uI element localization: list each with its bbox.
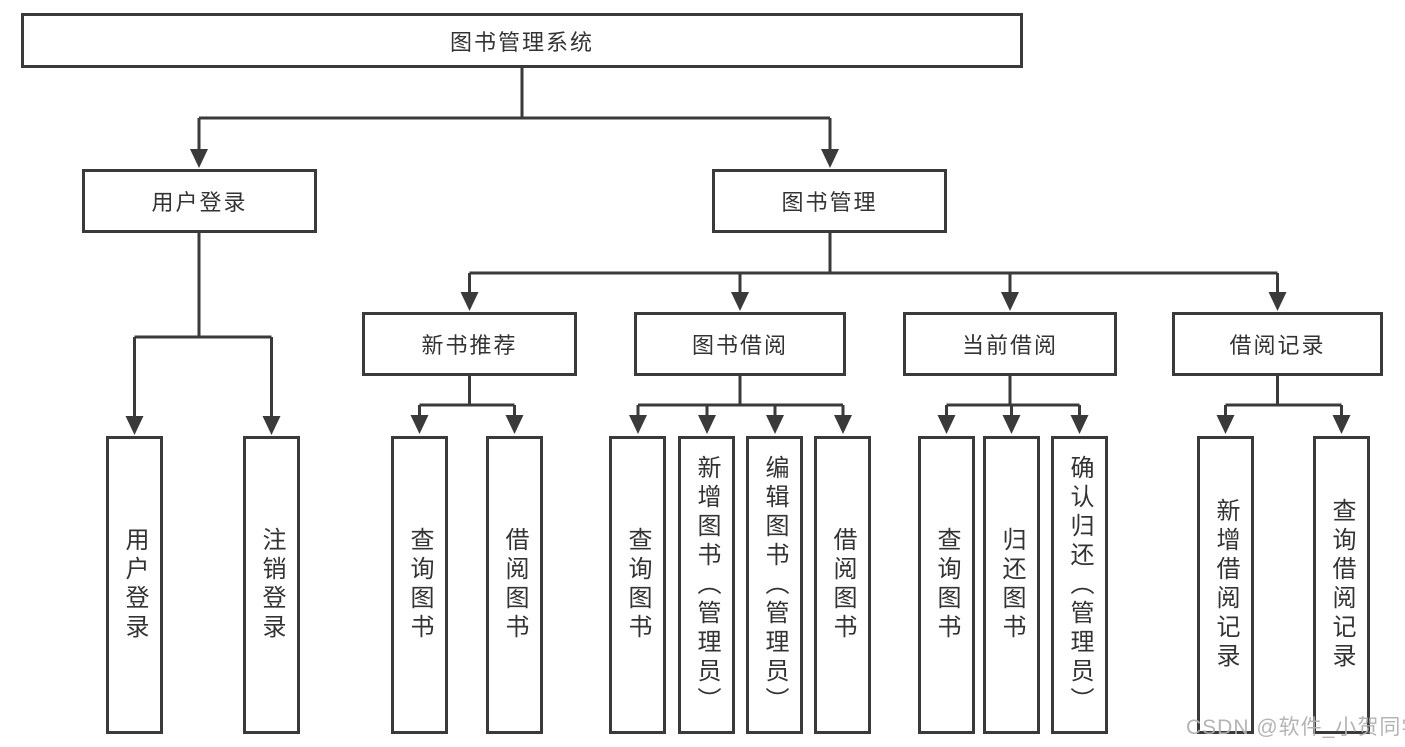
node-label: 归还图书 — [998, 527, 1025, 643]
node-label: 图书借阅 — [691, 333, 788, 358]
node-borrowing-records: 借阅记录 — [1172, 312, 1383, 376]
leaf-query-borrow-record: 查询借阅记录 — [1313, 436, 1370, 734]
node-new-book-recommendation: 新书推荐 — [362, 312, 577, 376]
leaf-recommend-query-books: 查询图书 — [391, 436, 448, 734]
csdn-watermark: CSDN @软件_小贺同学 — [1186, 716, 1405, 739]
node-label: 查询图书 — [406, 527, 433, 643]
node-label: 查询图书 — [624, 527, 651, 643]
leaf-borrowing-borrow-books: 借阅图书 — [814, 436, 871, 734]
node-label: 借阅记录 — [1229, 333, 1326, 358]
node-label: 新增借阅记录 — [1212, 498, 1239, 672]
node-user-login-branch: 用户登录 — [82, 169, 317, 233]
leaf-add-book-admin: 新增图书（管理员） — [678, 436, 735, 734]
node-book-borrowing: 图书借阅 — [634, 312, 846, 376]
leaf-edit-book-admin: 编辑图书（管理员） — [746, 436, 803, 734]
leaf-logout: 注销登录 — [243, 436, 300, 734]
node-label: 当前借阅 — [961, 333, 1058, 358]
node-label: 用户登录 — [121, 527, 148, 643]
leaf-confirm-return-admin: 确认归还（管理员） — [1051, 436, 1108, 734]
node-label: 确认归还（管理员） — [1066, 454, 1093, 716]
arrowheads — [125, 149, 1351, 435]
leaf-borrowing-query-books: 查询图书 — [609, 436, 666, 734]
node-label: 编辑图书（管理员） — [761, 454, 788, 716]
node-book-management-branch: 图书管理 — [712, 169, 947, 233]
node-label: 查询借阅记录 — [1328, 498, 1355, 672]
node-label: 新书推荐 — [421, 333, 518, 358]
leaf-recommend-borrow-books: 借阅图书 — [486, 436, 543, 734]
node-label: 用户登录 — [151, 190, 248, 215]
node-label: 查询图书 — [933, 527, 960, 643]
leaf-return-books: 归还图书 — [983, 436, 1040, 734]
node-current-borrowing: 当前借阅 — [903, 312, 1117, 376]
node-label: 注销登录 — [258, 527, 285, 643]
node-label: 借阅图书 — [501, 527, 528, 643]
node-label: 图书管理系统 — [449, 29, 594, 55]
node-library-management-system: 图书管理系统 — [21, 13, 1023, 68]
node-label: 借阅图书 — [829, 527, 856, 643]
node-label: 新增图书（管理员） — [693, 454, 720, 716]
leaf-user-login: 用户登录 — [106, 436, 163, 734]
node-label: 图书管理 — [781, 190, 878, 215]
leaf-add-borrow-record: 新增借阅记录 — [1197, 436, 1254, 734]
leaf-current-query-books: 查询图书 — [918, 436, 975, 734]
